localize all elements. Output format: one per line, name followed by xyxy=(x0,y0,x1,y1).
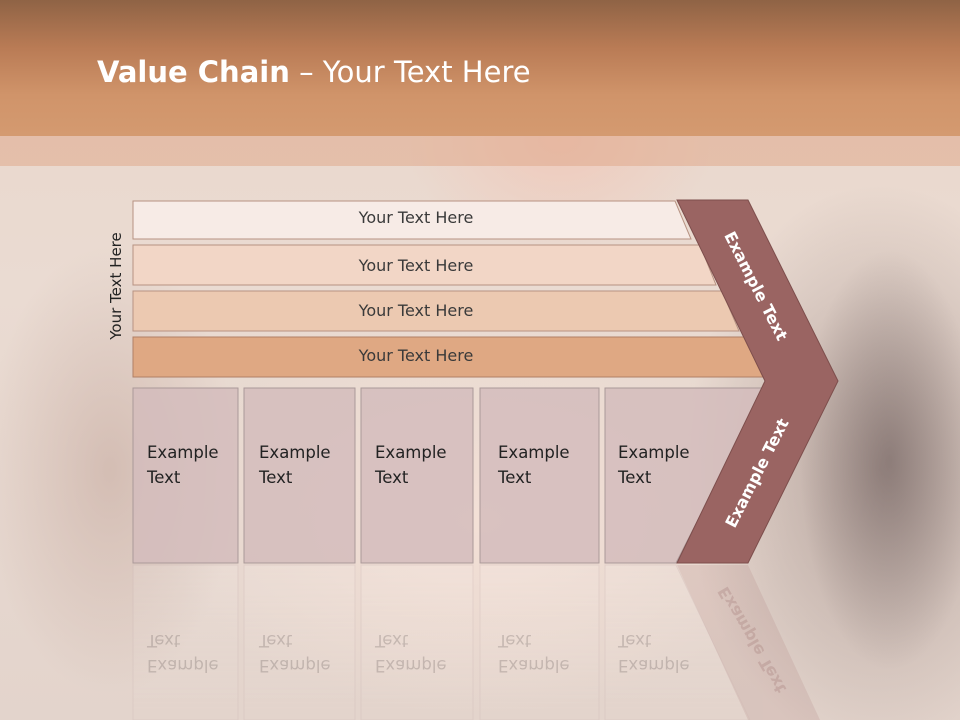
activity-box-2 xyxy=(243,387,356,564)
row-band-3 xyxy=(132,290,740,332)
activity-box-label-3-line2: Text xyxy=(375,468,409,487)
activity-box-label-2-line2: Text xyxy=(259,468,293,487)
reflection-box-5 xyxy=(604,564,751,720)
reflection-text-5-line2: Text xyxy=(618,631,652,650)
reflection-text-2-line1: Example xyxy=(259,656,331,675)
reflection-box-4 xyxy=(479,564,600,720)
reflection-text-1-line2: Text xyxy=(147,631,181,650)
reflection-text-4-line2: Text xyxy=(498,631,532,650)
reflection-text-2-line2: Text xyxy=(259,631,293,650)
activity-box-4 xyxy=(479,387,600,564)
slide-title-rest: – Your Text Here xyxy=(289,55,531,89)
reflection-text-4: Example Text xyxy=(498,628,598,678)
slide-title-bold: Value Chain xyxy=(97,55,290,89)
row-label-2: Your Text Here xyxy=(358,256,474,275)
activity-box-3 xyxy=(360,387,474,564)
row-band-2 xyxy=(132,244,717,286)
reflection-chevron xyxy=(677,565,820,720)
row-label-3: Your Text Here xyxy=(358,301,474,320)
activity-box-1 xyxy=(132,387,239,564)
reflection-box-1 xyxy=(132,564,239,720)
slide-title: Value Chain – Your Text Here xyxy=(97,55,531,89)
reflection-text-4-line1: Example xyxy=(498,656,570,675)
row-label-4: Your Text Here xyxy=(358,346,474,365)
activity-box-label-5-line1: Example xyxy=(618,443,690,462)
row-label-1: Your Text Here xyxy=(358,208,474,227)
activity-box-label-4-line1: Example xyxy=(498,443,570,462)
reflection-group xyxy=(132,564,820,720)
reflection-text-3-line2: Text xyxy=(375,631,409,650)
reflection-text-2: Example Text xyxy=(259,628,359,678)
reflection-text-5-line1: Example xyxy=(618,656,690,675)
margin-chevron xyxy=(676,199,839,564)
subtitle-band xyxy=(0,136,960,166)
reflection-text-1: Example Text xyxy=(147,628,247,678)
title-band xyxy=(0,0,960,136)
reflection-text-3-line1: Example xyxy=(375,656,447,675)
activity-box-label-3-line1: Example xyxy=(375,443,447,462)
activity-box-label-1-line2: Text xyxy=(147,468,181,487)
reflection-box-2 xyxy=(243,564,356,720)
reflection-text-5: Example Text xyxy=(618,628,718,678)
reflection-box-3 xyxy=(360,564,474,720)
row-band-1 xyxy=(132,200,692,240)
reflection-text-3: Example Text xyxy=(375,628,475,678)
activity-box-label-1-line1: Example xyxy=(147,443,219,462)
activity-box-label-5-line2: Text xyxy=(618,468,652,487)
activity-box-label-2-line1: Example xyxy=(259,443,331,462)
activity-box-label-4-line2: Text xyxy=(498,468,532,487)
reflection-text-1-line1: Example xyxy=(147,656,219,675)
